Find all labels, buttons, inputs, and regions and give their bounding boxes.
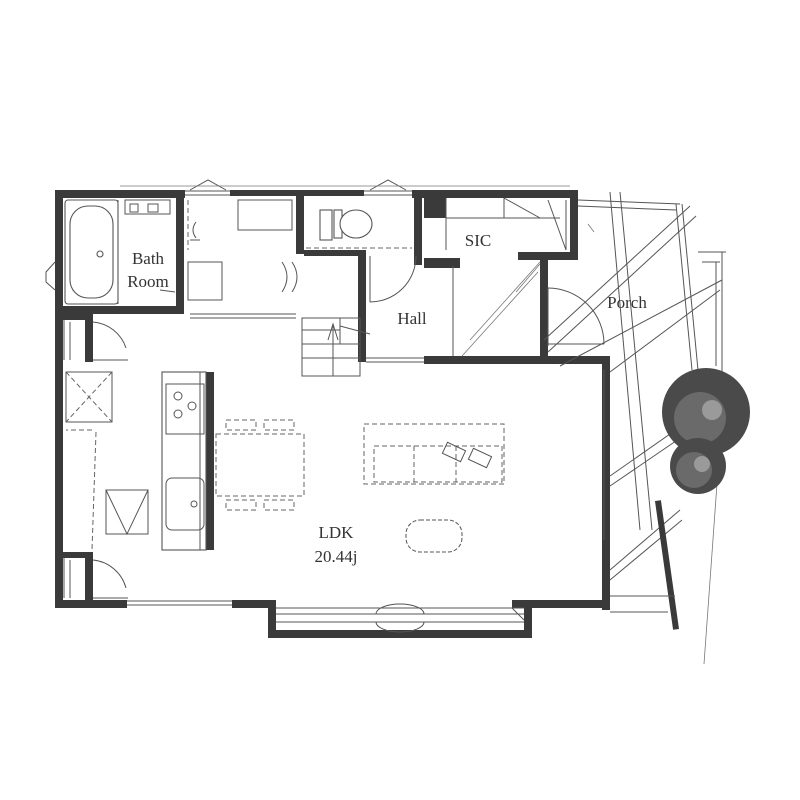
bath-fixtures	[64, 199, 298, 319]
toilet-fixtures	[306, 209, 412, 249]
porch-structure	[543, 191, 726, 665]
stairs	[301, 255, 454, 377]
ldk-label: LDK	[319, 523, 355, 542]
sofa-set	[363, 423, 505, 553]
sic-shelving	[445, 197, 567, 357]
window-marks	[45, 179, 605, 606]
sic-label: SIC	[465, 231, 491, 250]
storage-closets	[63, 320, 149, 599]
porch-label: Porch	[607, 293, 647, 312]
walls	[55, 190, 610, 638]
bath-room-label-line2: Room	[127, 272, 169, 291]
hall-label: Hall	[397, 309, 427, 328]
room-labels: Bath Room SIC Hall Porch LDK 20.44j	[127, 231, 647, 566]
bay-window	[276, 603, 525, 633]
ldk-area-label: 20.44j	[315, 547, 358, 566]
bath-room-label-line1: Bath	[132, 249, 165, 268]
tree-icons	[662, 368, 750, 494]
dining-set	[215, 419, 305, 511]
kitchen	[161, 371, 207, 551]
